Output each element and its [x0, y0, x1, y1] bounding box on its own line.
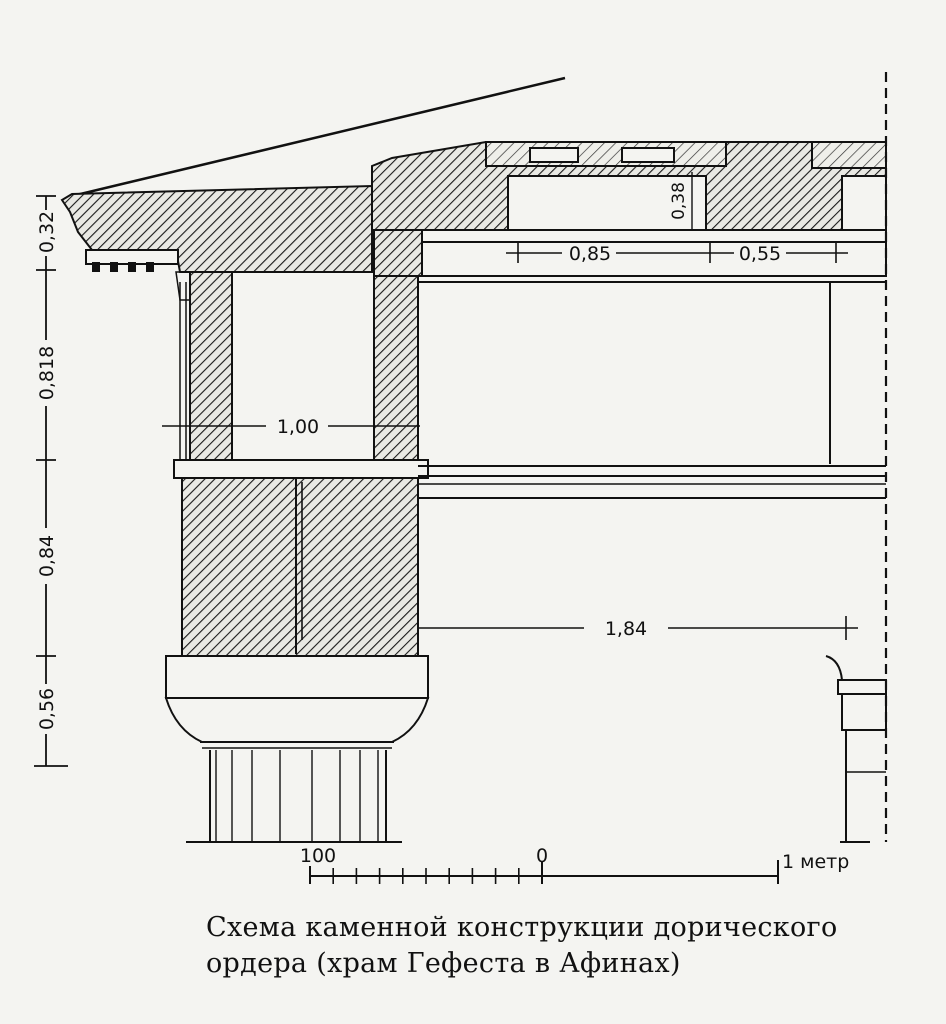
right-column-partial [825, 655, 887, 843]
roof-line [71, 76, 566, 198]
scale-bar [309, 860, 779, 884]
dim-100-label: 1,00 [277, 416, 319, 438]
scale-label-0: 0 [536, 845, 548, 867]
architrave [173, 459, 886, 657]
column-shaft [186, 750, 402, 843]
ceiling-beam [371, 141, 887, 231]
vertical-dimension-chain [34, 195, 68, 767]
dim-055-label: 0,55 [739, 243, 781, 265]
geison-block [60, 184, 373, 273]
dim-085-label: 0,85 [569, 243, 611, 265]
dim-085-055-line [506, 243, 848, 263]
frieze [175, 271, 886, 464]
scale-label-1m: 1 метр [782, 851, 849, 873]
column-capital [164, 655, 430, 749]
architrave-top [373, 229, 887, 277]
dim-184-line [418, 616, 858, 640]
scale-label-100: 100 [300, 845, 336, 867]
dim-038-label: 0,38 [669, 182, 689, 220]
caption-line-2: ордера (храм Гефеста в Афинах) [206, 948, 681, 979]
dim-184-label: 1,84 [605, 618, 647, 640]
dim-0818-label: 0,818 [36, 346, 58, 400]
dim-032-label: 0,32 [36, 211, 58, 253]
dim-084-label: 0,84 [36, 535, 58, 577]
caption-line-1: Схема каменной конструкции дорического [206, 912, 838, 943]
dim-056-label: 0,56 [36, 688, 58, 730]
